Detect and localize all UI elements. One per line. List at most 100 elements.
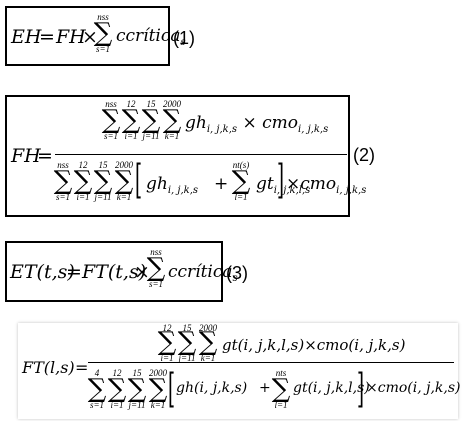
sigma-icon: ∑ bbox=[231, 166, 251, 196]
eq2-num-cmo: cmo bbox=[262, 113, 299, 133]
eq3-label: (3) bbox=[226, 263, 248, 283]
eq1-times: × bbox=[82, 26, 98, 48]
eq4-num-sum-k-upper: 2000 bbox=[199, 323, 217, 333]
sigma-icon: ∑ bbox=[157, 327, 177, 357]
eq1-term-text: ccrítica bbox=[116, 26, 181, 46]
eq2-den-gh: ghi, j,k,s bbox=[146, 174, 198, 196]
eq4-den-plus: + bbox=[259, 380, 271, 396]
eq2-num-sum-i-lower: i=1 bbox=[124, 131, 138, 141]
equation-2-box bbox=[5, 95, 350, 217]
eq1-term-sub: s bbox=[180, 37, 186, 48]
eq2-den-times: × bbox=[286, 174, 301, 194]
eq2-den-sum-k-upper: 2000 bbox=[115, 160, 133, 170]
eq4-left-bracket-icon: [ bbox=[168, 366, 176, 412]
eq2-den-sum-s-lower: s=1 bbox=[55, 192, 71, 202]
eq1-sum-upper: nss bbox=[97, 12, 109, 22]
eq4-den-sum-i: 12 ∑ i=1 bbox=[106, 368, 128, 410]
sigma-icon: ∑ bbox=[93, 166, 113, 196]
eq3-term-sub: s bbox=[232, 273, 238, 284]
sigma-icon: ∑ bbox=[107, 374, 127, 404]
eq2-den-sum-i-lower: i=1 bbox=[76, 192, 90, 202]
eq1-term: ccríticas bbox=[116, 26, 186, 48]
eq3-summation: nss ∑ s=1 bbox=[145, 247, 167, 289]
eq2-num-gh-sub: i, j,k,s bbox=[206, 124, 238, 135]
eq2-lhs: FH bbox=[11, 145, 41, 167]
eq4-num-sum-k: 2000 ∑ k=1 bbox=[196, 323, 220, 364]
eq4-den-sum-k-upper: 2000 bbox=[149, 368, 167, 378]
eq2-den-cmo: ×cmoi, j,k,s bbox=[286, 174, 366, 196]
eq4-den-sum-k-lower: k=1 bbox=[150, 400, 166, 410]
eq4-num-sum-j-lower: j=11 bbox=[178, 353, 196, 363]
eq2-num-sum-j-upper: 15 bbox=[146, 99, 156, 109]
eq2-den-sum-j: 15 ∑ j=11 bbox=[92, 160, 114, 202]
eq2-num-gh: gh bbox=[185, 113, 207, 133]
eq3-term-text: ccrítica bbox=[168, 262, 233, 282]
eq4-num-sum-j-upper: 15 bbox=[182, 323, 192, 333]
eq2-num-sum-i-upper: 12 bbox=[126, 99, 136, 109]
eq4-den-inner-sum: nts ∑ l=1 bbox=[269, 368, 293, 410]
eq4-num-sum-j: 15 ∑ j=11 bbox=[176, 323, 198, 364]
eq4-den-sum-s-lower: s=1 bbox=[89, 400, 105, 410]
eq2-den-plus: + bbox=[214, 174, 229, 194]
eq2-den-gt-text: gt bbox=[256, 174, 274, 194]
eq2-num-sum-j: 15 ∑ j=11 bbox=[140, 99, 162, 141]
equation-1-box bbox=[5, 6, 170, 66]
eq2-den-cmo-sub: i, j,k,s bbox=[336, 185, 367, 196]
sigma-icon: ∑ bbox=[121, 105, 141, 135]
sigma-icon: ∑ bbox=[162, 105, 182, 135]
eq2-right-bracket-icon: ] bbox=[277, 157, 285, 203]
eq2-den-gh-sub: i, j,k,s bbox=[167, 185, 199, 196]
eq2-den-gt: gti, j,k,l,s bbox=[256, 174, 310, 196]
sigma-icon: ∑ bbox=[87, 374, 107, 404]
eq2-num-sum-i: 12 ∑ i=1 bbox=[120, 99, 142, 141]
eq4-equals: = bbox=[75, 358, 89, 377]
sigma-icon: ∑ bbox=[271, 374, 291, 404]
sigma-icon: ∑ bbox=[146, 253, 166, 283]
eq3-sum-upper: nss bbox=[150, 247, 162, 257]
sigma-icon: ∑ bbox=[127, 374, 147, 404]
eq2-den-sum-k: 2000 ∑ k=1 bbox=[112, 160, 136, 202]
eq4-den-sum-j-lower: j=11 bbox=[128, 400, 146, 410]
eq2-den-sum-i-upper: 12 bbox=[78, 160, 88, 170]
eq2-num-times: × bbox=[242, 113, 257, 133]
eq4-den-sum-j-upper: 15 bbox=[132, 368, 142, 378]
eq2-den-gh-text: gh bbox=[146, 174, 168, 194]
eq4-den-sum-s-upper: 4 bbox=[94, 368, 100, 378]
eq1-lhs: EH bbox=[11, 26, 42, 48]
eq3-term: ccríticas bbox=[168, 262, 238, 284]
eq4-num-sum-k-lower: k=1 bbox=[200, 353, 216, 363]
eq4-den-gt: gt(i, j,k,l,s) bbox=[293, 380, 370, 396]
sigma-icon: ∑ bbox=[73, 166, 93, 196]
eq4-fraction-bar bbox=[88, 362, 454, 363]
eq2-den-sum-s: nss ∑ s=1 bbox=[52, 160, 74, 202]
sigma-icon: ∑ bbox=[93, 18, 113, 48]
eq4-num-expr: gt(i, j,k,l,s)×cmo(i, j,k,s) bbox=[222, 336, 406, 354]
eq4-num-sum-i: 12 ∑ i=1 bbox=[156, 324, 178, 364]
eq2-equals: = bbox=[37, 145, 53, 167]
sigma-icon: ∑ bbox=[101, 105, 121, 135]
eq2-den-inner-lower: l=1 bbox=[234, 192, 248, 202]
eq1-equals: = bbox=[39, 26, 55, 48]
eq2-den-sum-k-lower: k=1 bbox=[116, 192, 132, 202]
sigma-icon: ∑ bbox=[141, 105, 161, 135]
eq4-den-cmo: ×cmo(i, j,k,s) bbox=[366, 380, 461, 396]
eq2-label: (2) bbox=[353, 145, 375, 165]
sigma-icon: ∑ bbox=[177, 327, 197, 357]
eq2-den-inner-sum: nt(s) ∑ l=1 bbox=[226, 160, 256, 202]
eq4-den-inner-upper: nts bbox=[275, 368, 287, 378]
eq3-ft: FT(t,s) bbox=[82, 261, 147, 283]
eq2-den-sum-j-upper: 15 bbox=[98, 160, 108, 170]
sigma-icon: ∑ bbox=[53, 166, 73, 196]
eq4-den-inner-lower: l=1 bbox=[274, 400, 288, 410]
eq2-den-sum-s-upper: nss bbox=[57, 160, 69, 170]
eq4-den-sum-i-upper: 12 bbox=[112, 368, 122, 378]
eq1-label: (1) bbox=[173, 28, 195, 48]
eq4-panel bbox=[18, 323, 458, 419]
sigma-icon: ∑ bbox=[198, 327, 218, 357]
eq4-den-sum-k: 2000 ∑ k=1 bbox=[146, 368, 170, 410]
sigma-icon: ∑ bbox=[114, 166, 134, 196]
eq4-den-sum-s: 4 ∑ s=1 bbox=[86, 368, 108, 410]
eq2-num-sum-s-lower: s=1 bbox=[103, 131, 119, 141]
eq4-right-bracket-icon: ] bbox=[357, 366, 365, 412]
eq3-sum-lower: s=1 bbox=[148, 279, 164, 289]
